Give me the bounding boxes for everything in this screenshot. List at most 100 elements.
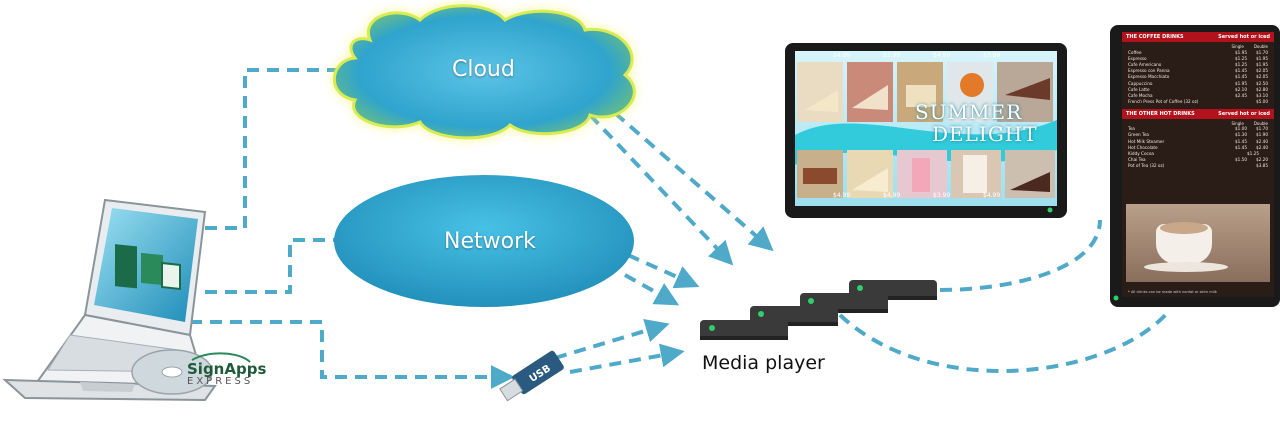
menu-item-row: Hot Milk Steamer $1.45 $2.40 — [1122, 138, 1274, 144]
network-label: Network — [444, 229, 536, 254]
menu-item-price-double: $3.85 — [1256, 163, 1268, 169]
player-to-portrait-display-connector — [838, 308, 1172, 373]
menu-item-prices: $1.45 $2.40 — [1235, 139, 1268, 144]
menu-item-price-single: $1.45 — [1235, 144, 1247, 150]
menu-item-price-double: $2.05 — [1256, 68, 1268, 74]
menu-section-header: THE OTHER HOT DRINKS Served hot or iced — [1122, 108, 1274, 119]
menu-item-name: Cafe Mocha — [1128, 92, 1153, 98]
price-tag: $3.99 — [933, 192, 951, 199]
menu-item-name: French Press Pot of Coffee (32 oz) — [1128, 99, 1199, 105]
menu-columns: Single Double — [1122, 119, 1274, 126]
promo-line-2: DELIGHT — [932, 122, 1038, 146]
network-to-player-connector-2 — [624, 273, 680, 306]
menu-item-name: Pot of Tea (32 oz) — [1128, 163, 1165, 169]
menu-item-prices: $1.25 — [1247, 151, 1268, 156]
laptop-icon — [2, 198, 217, 402]
price-tag: $3.99 — [883, 52, 901, 59]
menu-item-prices: $1.50 $2.20 — [1235, 157, 1268, 162]
menu-item-prices: $1.95 $2.50 — [1235, 81, 1268, 86]
brand-sub: EXPRESS — [187, 376, 254, 387]
menu-item-name: Espresso Macchiato — [1128, 74, 1170, 80]
menu-item-name: Espresso con Panna — [1128, 68, 1170, 74]
menu-item-prices: $5.00 — [1247, 99, 1268, 104]
coffee-cup-photo — [1126, 204, 1270, 282]
menu-item-price-single: $1.50 — [1235, 157, 1247, 163]
menu-columns: Single Double — [1122, 42, 1274, 49]
menu-item-row: Cafe Latte $2.10 $2.80 — [1122, 86, 1274, 92]
menu-col-double: Double — [1253, 44, 1268, 49]
brand-name: SignApps — [187, 360, 267, 378]
menu-item-price-single: $1.25 — [1235, 61, 1247, 67]
network-node — [334, 175, 634, 307]
menu-item-price-double: $2.50 — [1256, 80, 1268, 86]
menu-board: THE COFFEE DRINKS Served hot or iced Sin… — [1122, 32, 1274, 297]
signapps-logo-swoosh — [191, 352, 251, 363]
menu-item-prices: $1.45 $2.40 — [1235, 145, 1268, 150]
menu-item-row: Cappuccino $1.95 $2.50 — [1122, 80, 1274, 86]
promo-line-1: SUMMER — [915, 100, 1023, 124]
menu-item-prices: $1.30 $1.90 — [1235, 132, 1268, 137]
menu-item-prices: $1.45 $2.05 — [1235, 68, 1268, 73]
player-to-landscape-display-connector — [939, 219, 1102, 292]
landscape-display — [785, 43, 1067, 218]
cloud-to-player-connector-1 — [598, 98, 774, 252]
menu-item-row: Espresso con Panna $1.45 $2.05 — [1122, 68, 1274, 74]
menu-item-row: Tea $1.00$1.70 — [1122, 126, 1274, 132]
menu-item-name: Coffee — [1128, 49, 1142, 55]
cloud-node — [332, 4, 636, 140]
menu-item-price-double: $2.40 — [1256, 144, 1268, 150]
menu-item-price-double: $1.90 — [1256, 132, 1268, 138]
menu-item-price-double: $1.95 — [1256, 55, 1268, 61]
menu-item-price-single: $1.45 — [1235, 68, 1247, 74]
connectors — [190, 68, 1172, 389]
price-tag: $4.99 — [833, 192, 851, 199]
media-player-device-1 — [700, 320, 788, 340]
menu-item-name: Hot Chocolate — [1128, 144, 1158, 150]
menu-item-price-double: $2.20 — [1256, 157, 1268, 163]
laptop-to-network-connector — [205, 238, 335, 294]
price-tag: $4.99 — [983, 192, 1001, 199]
menu-item-price-single: $1.30 — [1235, 132, 1247, 138]
menu-item-price-single: $1.25 — [1247, 151, 1259, 157]
menu-item-name: Espresso — [1128, 55, 1147, 61]
menu-item-prices: $1.00$1.70 — [1235, 126, 1268, 131]
menu-item-price-double: $2.80 — [1256, 86, 1268, 92]
menu-item-price-double: $2.40 — [1256, 138, 1268, 144]
menu-item-row: Espresso $1.25$1.95 — [1122, 55, 1274, 61]
menu-item-price-single: $1.45 — [1235, 138, 1247, 144]
usb-to-player-connector-2 — [569, 343, 685, 374]
menu-item-prices: $1.25$1.95 — [1235, 62, 1268, 67]
menu-item-prices: $2.10 $2.80 — [1235, 87, 1268, 92]
menu-item-name: Kiddy Cocoa — [1128, 151, 1154, 157]
menu-item-row: Coffee $1.95 $1.70 — [1122, 49, 1274, 55]
menu-item-price-double: $1.70 — [1256, 49, 1268, 55]
price-tag: $4.99 — [933, 52, 951, 59]
menu-item-row: Pot of Tea (32 oz) $3.85 — [1122, 163, 1274, 169]
menu-item-name: Tea — [1128, 126, 1135, 132]
menu-item-name: Cafe Americano — [1128, 61, 1162, 67]
menu-section-tag: Served hot or iced — [1218, 34, 1270, 40]
menu-item-name: Cappuccino — [1128, 80, 1153, 86]
menu-item-name: Green Tea — [1128, 132, 1150, 138]
signapps-logo: SignApps EXPRESS — [187, 360, 266, 387]
usb-to-player-connector-1 — [554, 319, 670, 360]
menu-item-prices: $1.45$2.05 — [1235, 74, 1268, 79]
menu-section-title: THE COFFEE DRINKS — [1126, 34, 1184, 40]
menu-item-prices: $2.45 $3.10 — [1235, 93, 1268, 98]
menu-item-prices: $3.85 — [1247, 163, 1268, 168]
menu-item-prices: $1.25$1.95 — [1235, 56, 1268, 61]
menu-item-price-single: $1.95 — [1235, 80, 1247, 86]
cloud-to-player-connector-2 — [588, 113, 734, 266]
menu-item-row: Hot Chocolate $1.45 $2.40 — [1122, 144, 1274, 150]
menu-item-price-single: $2.45 — [1235, 92, 1247, 98]
menu-item-price-single: $1.95 — [1235, 49, 1247, 55]
menu-section-tag: Served hot or iced — [1218, 110, 1270, 117]
menu-item-name: Cafe Latte — [1128, 86, 1150, 92]
laptop-to-cloud-connector — [205, 68, 345, 230]
menu-item-name: Hot Milk Steamer — [1128, 138, 1165, 144]
menu-item-price-double: $3.10 — [1256, 92, 1268, 98]
menu-item-price-single: $2.10 — [1235, 86, 1247, 92]
menu-section-title: THE OTHER HOT DRINKS — [1126, 110, 1195, 117]
